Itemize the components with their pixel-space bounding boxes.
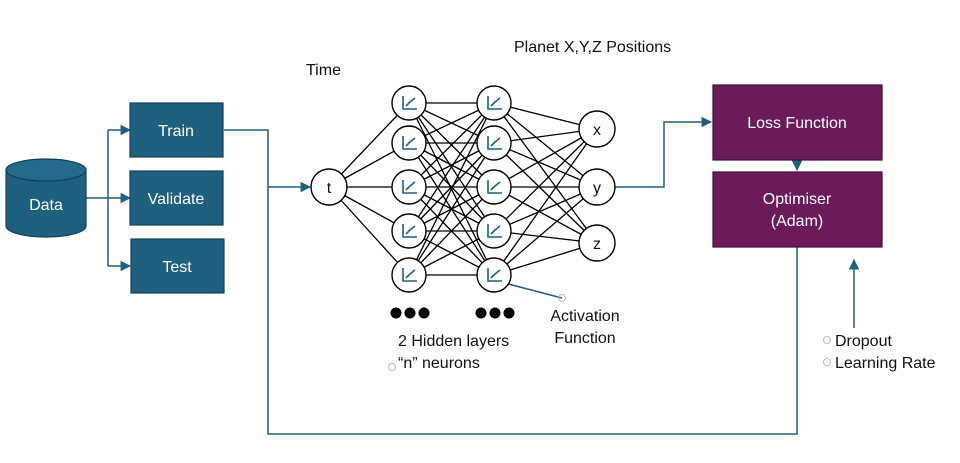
activation-chart-icon: [487, 268, 502, 282]
split-test: Test: [130, 238, 225, 294]
network-edge: [493, 186, 598, 276]
split-validate: Validate: [129, 170, 224, 226]
network-edge: [493, 102, 598, 244]
bullet-marker: [823, 336, 831, 344]
optimiser-label: Optimiser: [763, 191, 832, 208]
validate-label: Validate: [148, 191, 205, 208]
network-edge: [493, 128, 598, 276]
loss-function: Loss Function: [712, 84, 883, 161]
time-label: Time: [306, 62, 341, 79]
network-edge: [493, 142, 598, 244]
train-box: [129, 102, 224, 158]
activation-chart-icon: [487, 224, 502, 238]
activation-label-line1: Activation: [550, 308, 619, 325]
activation-chart-icon: [402, 268, 417, 282]
test-label: Test: [162, 259, 192, 276]
activation-chart-icon: [487, 96, 502, 110]
data-store: Data: [5, 158, 87, 238]
loss-function-box: [712, 84, 883, 161]
input-node-label: t: [327, 180, 332, 197]
network-edge: [493, 186, 598, 244]
data-cylinder-top: [5, 158, 87, 182]
test-box: [130, 238, 225, 294]
activation-chart-icon: [402, 136, 417, 150]
hidden-ellipsis: [390, 307, 515, 319]
activation-chart-icon: [402, 180, 417, 194]
output-node-label: x: [593, 122, 601, 139]
ellipsis-dot: [503, 307, 515, 319]
arrow-output-to-loss: [614, 116, 713, 188]
network-edge: [408, 142, 495, 232]
output-node: [578, 110, 616, 148]
neurons-label: “n” neurons: [398, 355, 480, 372]
network-edge: [408, 186, 495, 276]
network-edge: [493, 128, 598, 232]
network-edge: [408, 102, 495, 188]
loss-function-label: Loss Function: [747, 115, 847, 132]
bullet-marker: [388, 363, 396, 371]
hyperparam-dropout: Dropout: [835, 333, 892, 350]
network-edge: [408, 142, 495, 276]
data-label: Data: [29, 197, 63, 214]
ellipsis-dot: [475, 307, 487, 319]
split-train: Train: [129, 102, 224, 158]
activation-chart-icon: [487, 136, 502, 150]
hidden-layers-label: 2 Hidden layers: [398, 333, 509, 350]
input-node: [310, 168, 348, 206]
hyperparam-learning-rate: Learning Rate: [835, 355, 936, 372]
output-node-label: z: [593, 236, 601, 253]
train-label: Train: [158, 123, 194, 140]
ellipsis-dot: [390, 307, 402, 319]
network-edge: [328, 102, 410, 188]
output-node-label: y: [593, 180, 601, 197]
arrow-train-to-input: [224, 129, 312, 193]
feedback-loop-line: [267, 187, 798, 435]
activation-chart-icon: [487, 180, 502, 194]
ellipsis-dot: [418, 307, 430, 319]
data-cylinder-body: [5, 170, 87, 238]
activation-label-line2: Function: [554, 330, 615, 347]
optimiser-box: [712, 171, 883, 248]
validate-box: [129, 170, 224, 226]
network-edge: [493, 102, 598, 188]
network-nodes: t x y z: [310, 85, 616, 293]
network-edge: [328, 186, 410, 276]
activation-chart-icon: [402, 96, 417, 110]
output-node: [578, 224, 616, 262]
network-edge: [493, 128, 598, 188]
network-edge: [408, 102, 495, 232]
output-node: [578, 168, 616, 206]
optimiser-sublabel: (Adam): [771, 213, 823, 230]
ellipsis-dot: [404, 307, 416, 319]
bullet-marker: [823, 358, 831, 366]
optimiser: Optimiser (Adam): [712, 171, 883, 248]
bullet-marker: [558, 294, 566, 302]
activation-chart-icon: [402, 224, 417, 238]
output-title: Planet X,Y,Z Positions: [514, 39, 671, 56]
ellipsis-dot: [489, 307, 501, 319]
network-connections: [328, 102, 598, 276]
network-edge: [408, 102, 495, 276]
flow-connectors: [86, 116, 860, 435]
